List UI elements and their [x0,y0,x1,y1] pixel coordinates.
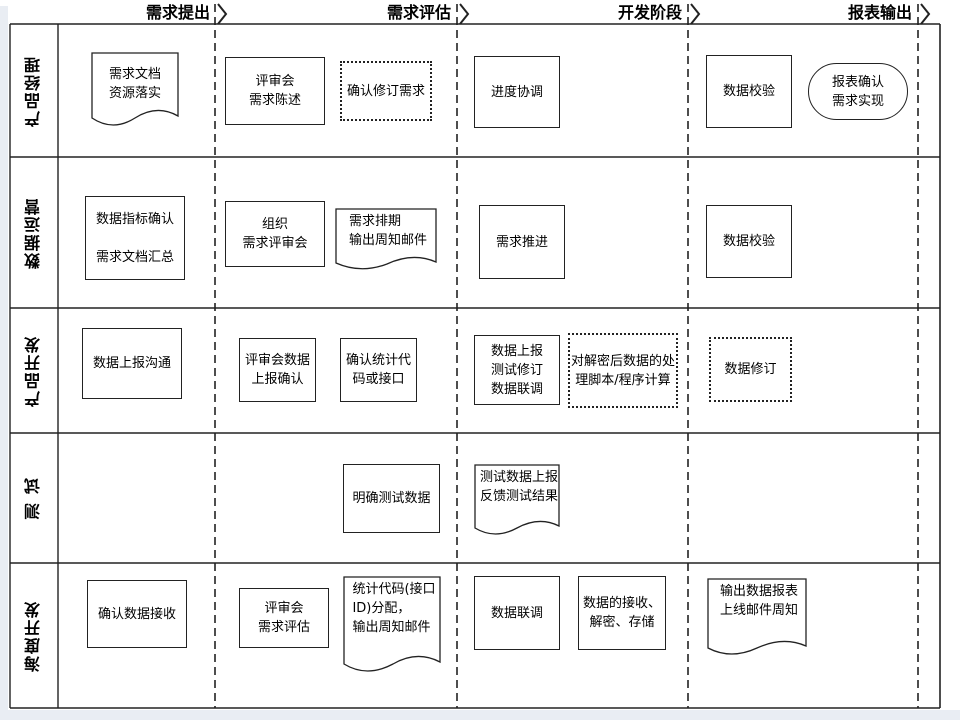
doc-schedule-mail: 需求排期 输出周知邮件 [335,208,437,272]
lane-data-operations: 数据运营 [24,196,43,269]
lane-product-manager: 产品经理 [24,54,43,127]
box-review-report-confirm: 评审会数据 上报确认 [239,338,316,402]
doc-code-allocation: 统计代码(接口 ID)分配， 输出周知邮件 [343,576,441,676]
terminal-report-confirm: 报表确认 需求实现 [808,63,908,120]
box-receive-decrypt-store: 数据的接收、 解密、存储 [578,576,666,650]
lane-product-development: 产品开发 [24,334,43,407]
box-data-fix: 数据修订 [709,337,792,402]
box-joint-debug: 数据联调 [474,576,560,650]
box-report-test-debug: 数据上报 测试修订 数据联调 [474,335,560,405]
phase-demand-evaluation: 需求评估 [386,3,451,22]
box-review-evaluation: 评审会 需求评估 [239,588,329,648]
doc-output-report: 输出数据报表 上线邮件周知 [707,578,807,660]
box-ops-data-check: 数据校验 [706,205,792,278]
box-organize-review: 组织 需求评审会 [225,201,325,267]
box-confirm-code-interface: 确认统计代 码或接口 [340,338,417,402]
box-push-demand: 需求推进 [479,205,565,279]
doc-demand-archive: 需求文档 资源落实 [91,52,179,130]
box-review-statement: 评审会 需求陈述 [225,57,325,125]
lane-haidu-development: 海度开发 [24,599,43,672]
box-define-test-data: 明确测试数据 [343,464,440,533]
phase-demand-proposal: 需求提出 [145,3,210,22]
box-report-communication: 数据上报沟通 [82,328,182,399]
box-pm-data-check: 数据校验 [706,55,792,128]
box-progress-coordination: 进度协调 [474,56,560,128]
phase-development: 开发阶段 [617,3,682,22]
box-decrypt-processing: 对解密后数据的处 理脚本/程序计算 [568,333,678,408]
phase-report-output: 报表输出 [847,3,912,22]
box-confirm-revise: 确认修订需求 [340,61,432,121]
box-metric-confirm: 数据指标确认 需求文档汇总 [85,196,185,280]
doc-test-feedback: 测试数据上报 反馈测试结果 [474,464,560,538]
lane-testing: 测 试 [24,476,43,520]
box-confirm-data-receive: 确认数据接收 [87,580,187,648]
